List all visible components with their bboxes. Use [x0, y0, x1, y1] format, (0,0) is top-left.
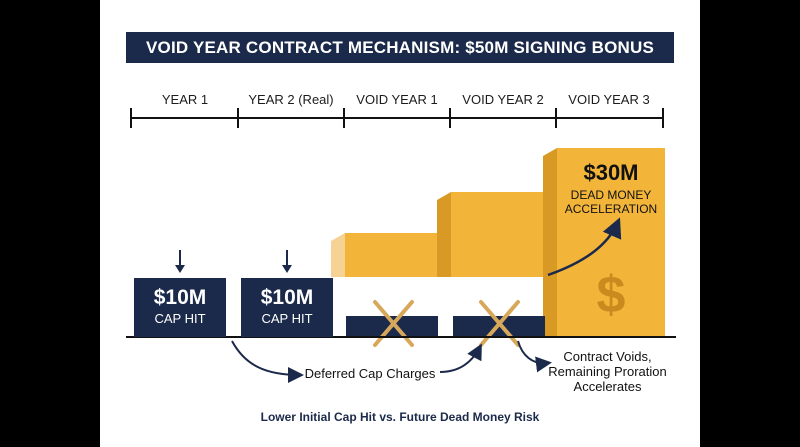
dead-money-caption: DEAD MONEY ACCELERATION: [558, 188, 664, 216]
contract-voids-line-2: Remaining Proration: [548, 364, 667, 379]
cap-hit-amount: $10M: [260, 286, 314, 309]
cap-hit-box-year-2: $10M CAP HIT: [241, 278, 333, 337]
dead-money-line-2: ACCELERATION: [564, 202, 658, 216]
footnote: Lower Initial Cap Hit vs. Future Dead Mo…: [260, 410, 540, 424]
contract-voids-line-1: Contract Voids,: [563, 349, 652, 364]
timeline-axis: [130, 108, 664, 128]
period-label-void-year-1: VOID YEAR 1: [356, 92, 438, 107]
contract-voids-line-3: Accelerates: [573, 379, 642, 394]
dollar-sign-icon: $: [597, 266, 626, 324]
down-arrow-icon: [282, 250, 292, 273]
curved-arrow-icon: [231, 340, 304, 383]
dead-money-amount: $30M: [583, 160, 639, 185]
contract-voids-note: Contract Voids, Remaining Proration Acce…: [545, 349, 670, 394]
deferred-cap-charges-note: Deferred Cap Charges: [304, 366, 436, 381]
period-label-void-year-3: VOID YEAR 3: [568, 92, 650, 107]
void-year-2-block: [437, 192, 556, 277]
period-label-void-year-2: VOID YEAR 2: [462, 92, 544, 107]
curved-arrow-icon: [547, 217, 622, 277]
period-label-year-2: YEAR 2 (Real): [248, 92, 334, 107]
curved-arrow-icon: [439, 343, 482, 373]
void-year-1-block: [331, 233, 450, 277]
cap-hit-box-year-1: $10M CAP HIT: [134, 278, 226, 337]
cap-hit-label: CAP HIT: [154, 311, 206, 326]
curved-arrow-icon: [517, 340, 552, 373]
cap-hit-label: CAP HIT: [261, 311, 313, 326]
void-year-3-block: [543, 148, 665, 337]
down-arrow-icon: [175, 250, 185, 273]
cap-hit-amount: $10M: [153, 286, 207, 309]
dead-money-line-1: DEAD MONEY: [570, 188, 652, 202]
period-label-year-1: YEAR 1: [161, 92, 209, 107]
diagram-title: VOID YEAR CONTRACT MECHANISM: $50M SIGNI…: [126, 32, 674, 63]
